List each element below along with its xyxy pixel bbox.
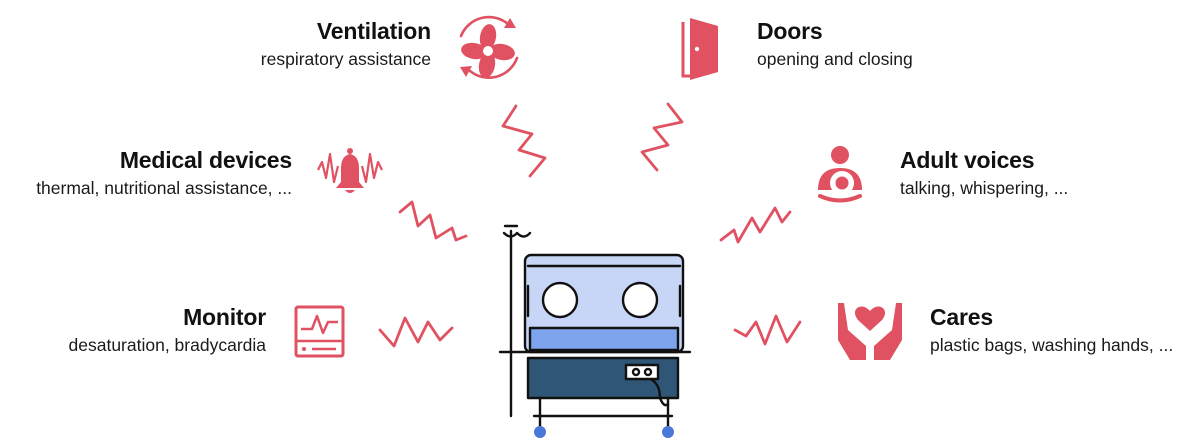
hands-heart-icon — [838, 303, 902, 360]
monitor-icon — [296, 307, 343, 356]
door-icon — [683, 18, 718, 80]
noise-zigzag-cares — [735, 316, 800, 344]
noise-zigzag-ventilation — [503, 106, 545, 176]
incubator-icon — [500, 226, 690, 438]
noise-zigzag-medical — [400, 202, 466, 240]
adult-holding-baby-icon — [818, 146, 862, 201]
noise-zigzag-doors — [642, 104, 682, 170]
noise-zigzag-monitor — [380, 318, 452, 346]
alarm-bell-icon — [318, 148, 382, 193]
noise-zigzag-voices — [721, 208, 790, 242]
fan-icon — [460, 17, 517, 79]
